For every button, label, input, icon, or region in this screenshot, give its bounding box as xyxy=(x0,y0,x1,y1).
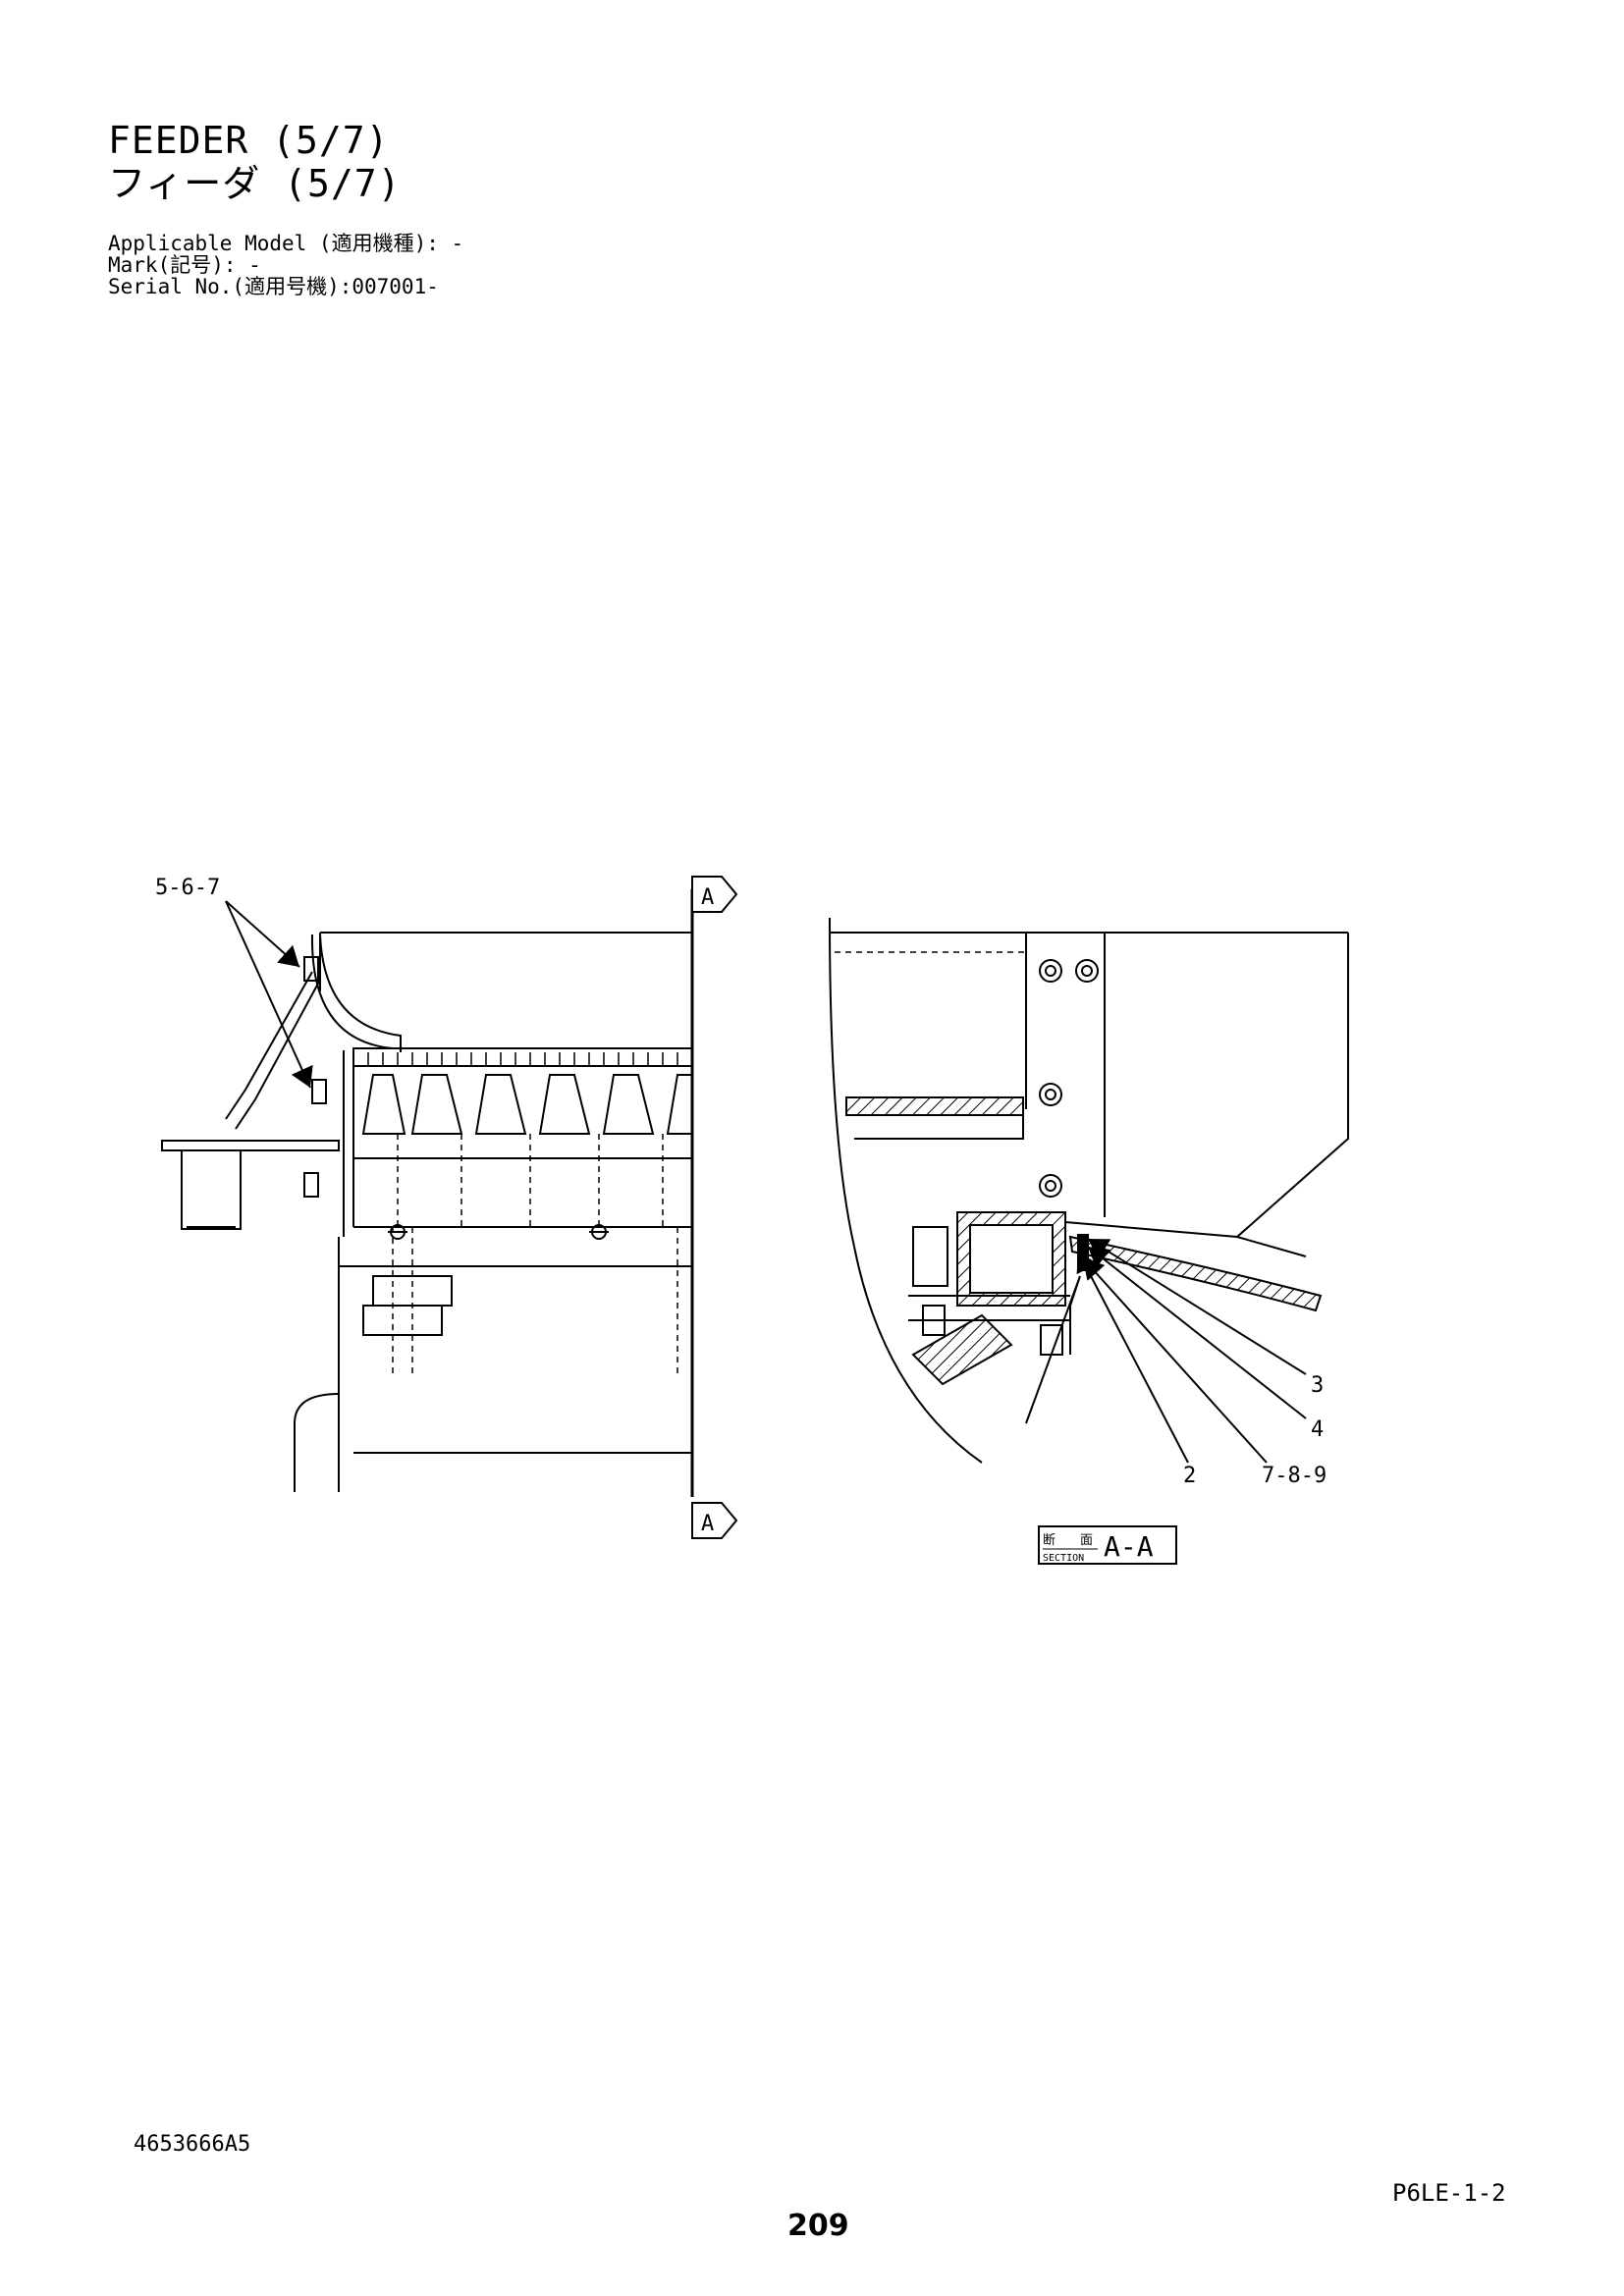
left-view: A A xyxy=(155,876,738,1539)
mark-text: Mark(記号): - xyxy=(108,253,261,277)
drawing-number: 4653666A5 xyxy=(134,2132,251,2157)
right-view-section: 3 4 2 7-8-9 断 面 SECTION A-A xyxy=(829,917,1349,1565)
section-label-en: SECTION xyxy=(1043,1553,1084,1564)
sheet-code: P6LE-1-2 xyxy=(1392,2179,1506,2207)
section-arrow-top: A xyxy=(691,876,738,913)
section-label-jp-left: 断 xyxy=(1043,1533,1056,1548)
callout-item-2: 2 xyxy=(1183,1464,1196,1488)
callout-item-4: 4 xyxy=(1311,1417,1324,1442)
section-label-jp-right: 面 xyxy=(1080,1533,1093,1548)
callout-item-7-8-9: 7-8-9 xyxy=(1262,1464,1326,1488)
applicable-model-text: Applicable Model (適用機種): - xyxy=(108,232,464,255)
page-title-en: FEEDER (5/7) xyxy=(108,119,390,162)
section-label-box: 断 面 SECTION A-A xyxy=(1038,1525,1177,1565)
callout-5-6-7: 5-6-7 xyxy=(155,876,220,900)
section-label-id: A-A xyxy=(1104,1530,1154,1563)
section-arrow-bottom: A xyxy=(691,1502,738,1539)
section-arrow-top-label: A xyxy=(701,885,714,910)
section-arrow-bottom-label: A xyxy=(701,1512,714,1536)
serial-number-text: Serial No.(適用号機):007001- xyxy=(108,275,439,298)
page-number: 209 xyxy=(787,2209,849,2243)
page-title-jp: フィーダ (5/7) xyxy=(108,162,402,205)
callout-item-3: 3 xyxy=(1311,1373,1324,1398)
